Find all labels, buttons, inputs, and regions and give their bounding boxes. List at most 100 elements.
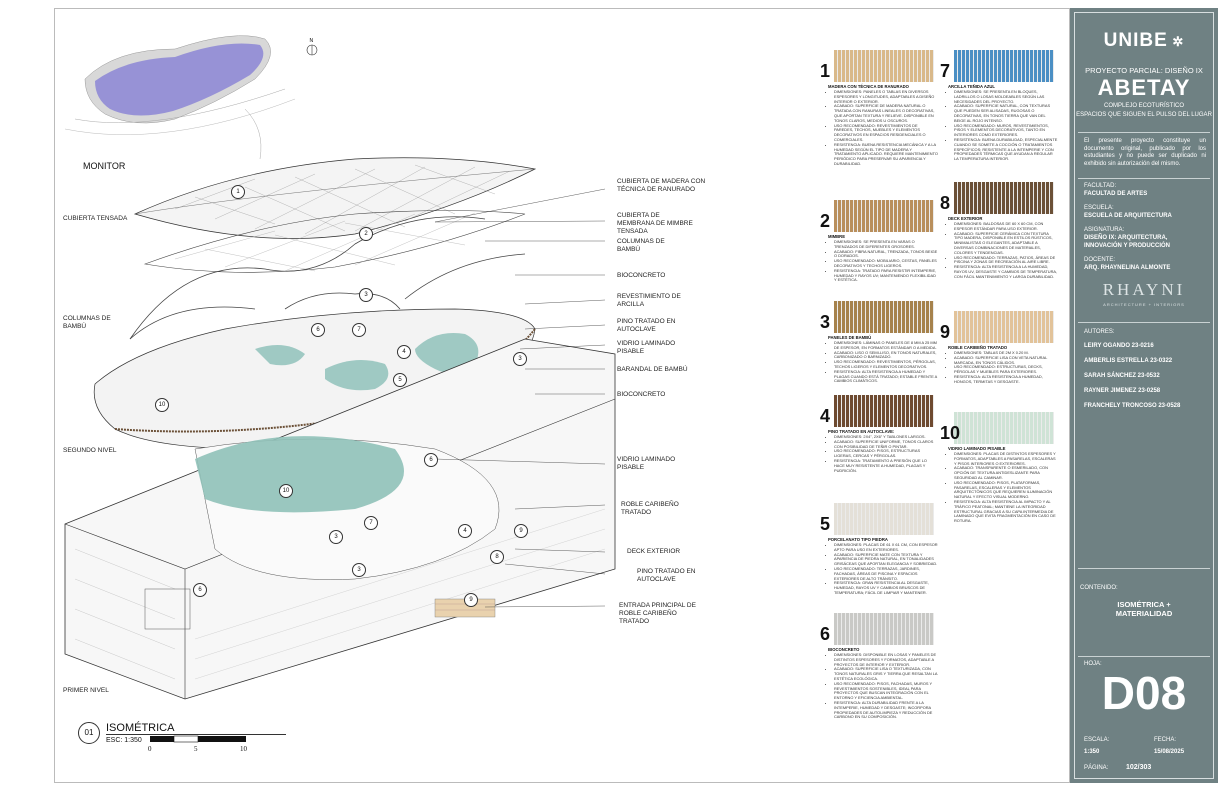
material-swatch bbox=[954, 50, 1054, 82]
material-spec-item: USO RECOMENDADO: TERRAZAS, PATIOS, ÁREAS… bbox=[954, 255, 1058, 266]
bamboo-columns-layer bbox=[129, 216, 526, 340]
material-swatch bbox=[954, 311, 1054, 343]
divider bbox=[1078, 656, 1210, 657]
material-number: 3 bbox=[820, 312, 831, 332]
material-specs: DIMENSIONES: DISPONIBLE EN LOSAS Y PANEL… bbox=[828, 652, 938, 720]
pagina-label: PÁGINA: bbox=[1084, 765, 1109, 771]
ground-level-box bbox=[64, 338, 616, 700]
divider bbox=[1078, 132, 1210, 133]
label-r3: COLUMNAS DE BAMBÚ bbox=[617, 238, 665, 253]
material-swatch bbox=[834, 301, 934, 333]
marker: 7 bbox=[364, 516, 378, 530]
label-r7: VIDRIO LAMINADO PISABLE bbox=[617, 340, 676, 355]
scale-tick-0: 0 bbox=[148, 745, 152, 753]
docente-label: DOCENTE: bbox=[1084, 257, 1116, 263]
author-5: FRANCHELY TRONCOSO 23-0528 bbox=[1084, 403, 1181, 409]
asignatura-value: DISEÑO IX: ARQUITECTURA, INNOVACIÓN Y PR… bbox=[1084, 235, 1171, 249]
material-spec-item: DIMENSIONES: BALDOSAS DE 60 X 60 CM, CON… bbox=[954, 221, 1058, 232]
material-spec-item: ACABADO: TRANSPARENTE O ESMERILADO, CON … bbox=[954, 465, 1058, 480]
material-swatch bbox=[954, 182, 1054, 214]
material-spec-item: ACABADO: SUPERFICIE NATURAL, CON TEXTURA… bbox=[954, 103, 1058, 123]
author-3: SARAH SÁNCHEZ 23-0532 bbox=[1084, 373, 1160, 379]
material-swatch bbox=[834, 613, 934, 645]
author-2: AMBERLIS ESTRELLA 23-0322 bbox=[1084, 358, 1173, 364]
material-spec-item: RESISTENCIA: ALTA RESISTENCIA A LA HUMED… bbox=[954, 264, 1058, 279]
escala-label: ESCALA: bbox=[1084, 737, 1110, 743]
label-segundo-nivel: SEGUNDO NIVEL bbox=[63, 447, 117, 454]
material-spec-item: DIMENSIONES: SE PRESENTA EN BLOQUES, LAD… bbox=[954, 89, 1058, 104]
marker: 2 bbox=[359, 227, 373, 241]
view-title: ISOMÉTRICA bbox=[106, 722, 286, 735]
material-spec-item: USO RECOMENDADO: PISOS, ESTRUCTURAS LIGE… bbox=[834, 449, 938, 459]
autores-label: AUTORES: bbox=[1084, 329, 1115, 335]
material-spec-item: DIMENSIONES: SE PRESENTA EN VARAS O TREN… bbox=[834, 239, 938, 250]
marker: 10 bbox=[155, 398, 169, 412]
material-specs: DIMENSIONES: 2X4", 2X6" Y TABLONES LARGO… bbox=[828, 434, 938, 473]
material-specs: DIMENSIONES: PANELES O TABLAS EN DIVERSO… bbox=[828, 89, 938, 167]
material-specs: DIMENSIONES: PLACAS DE DISTINTOS ESPESOR… bbox=[948, 451, 1058, 524]
material-spec-item: USO RECOMENDADO: PISOS, PLATAFORMAS, PAS… bbox=[954, 480, 1058, 500]
label-r13: PINO TRATADO EN AUTOCLAVE bbox=[637, 568, 696, 583]
material-spec-item: USO RECOMENDADO: PISOS, FACHADAS, MUROS … bbox=[834, 681, 938, 701]
material-spec-item: DIMENSIONES: LÁMINAS O PANELES DE 8 MM A… bbox=[834, 340, 938, 351]
material-name: MIMBRE bbox=[828, 234, 845, 239]
material-spec-item: USO RECOMENDADO: MUROS, REVESTIMIENTOS, … bbox=[954, 123, 1058, 138]
label-r11: ROBLE CARIBEÑO TRATADO bbox=[621, 501, 679, 516]
material-spec-item: ACABADO: SUPERFICIE UNIFORME, TONOS CLAR… bbox=[834, 439, 938, 450]
label-columnas-bambu: COLUMNAS DE BAMBÚ bbox=[63, 315, 111, 330]
label-r1: CUBIERTA DE MADERA CON TÉCNICA DE RANURA… bbox=[617, 178, 706, 193]
material-specs: DIMENSIONES: BALDOSAS DE 60 X 60 CM, CON… bbox=[948, 221, 1058, 280]
escuela-label: ESCUELA: bbox=[1084, 205, 1114, 211]
divider bbox=[1078, 568, 1210, 569]
material-spec-item: RESISTENCIA: ALTA RESISTENCIA A HUMEDAD … bbox=[834, 369, 938, 384]
material-name: VIDRIO LAMINADO PISABLE bbox=[948, 446, 1006, 451]
divider bbox=[1078, 322, 1210, 323]
material-spec-item: ACABADO: SUPERFICIE LISA CON VETA NATURA… bbox=[954, 355, 1058, 366]
material-specs: DIMENSIONES: PLACAS DE 61 X 61 CM, CON E… bbox=[828, 542, 938, 596]
marker: 5 bbox=[393, 373, 407, 387]
marker: 3 bbox=[359, 288, 373, 302]
marker: 6 bbox=[311, 323, 325, 337]
material-specs: DIMENSIONES: SE PRESENTA EN BLOQUES, LAD… bbox=[948, 89, 1058, 162]
material-spec-item: DIMENSIONES: 2X4", 2X6" Y TABLONES LARGO… bbox=[834, 434, 938, 440]
material-swatch bbox=[834, 200, 934, 232]
material-specs: DIMENSIONES: LÁMINAS O PANELES DE 8 MM A… bbox=[828, 340, 938, 384]
sheet-frame bbox=[54, 8, 1070, 783]
material-name: PINO TRATADO EN AUTOCLAVE: bbox=[828, 429, 895, 434]
monitor-label: MONITOR bbox=[83, 161, 126, 171]
brand-logo: RHAYNI bbox=[1102, 280, 1186, 299]
material-swatch bbox=[834, 50, 934, 82]
material-number: 2 bbox=[820, 211, 831, 231]
material-spec-item: DIMENSIONES: PANELES O TABLAS EN DIVERSO… bbox=[834, 89, 938, 104]
material-name: PANELES DE BAMBÚ bbox=[828, 335, 872, 340]
material-swatch bbox=[834, 503, 934, 535]
material-spec-item: USO RECOMENDADO: MOBILIARIO, CESTAS, PAN… bbox=[834, 258, 938, 269]
material-specs: DIMENSIONES: SE PRESENTA EN VARAS O TREN… bbox=[828, 239, 938, 283]
north-arrow-icon: N bbox=[306, 38, 318, 56]
panel-border bbox=[1074, 12, 1214, 779]
material-spec-item: RESISTENCIA: ALTA RESISTENCIA AL IMPACTO… bbox=[954, 499, 1058, 524]
material-spec-item: RESISTENCIA: TRATAMIENTO A PRESIÓN QUE L… bbox=[834, 458, 938, 473]
material-spec-item: USO RECOMENDADO: REVESTIMIENTOS, PÉRGOLA… bbox=[834, 359, 938, 370]
scale-tick-5: 5 bbox=[194, 745, 198, 753]
material-swatch bbox=[834, 395, 934, 427]
marker: 3 bbox=[513, 352, 527, 366]
label-r8: BARANDAL DE BAMBÚ bbox=[617, 366, 688, 373]
fecha-value: 15/08/2025 bbox=[1154, 749, 1185, 755]
material-spec-item: RESISTENCIA: TRATADO PARA RESISTIR INTEM… bbox=[834, 268, 938, 283]
material-number: 7 bbox=[940, 61, 951, 81]
material-spec-item: RESISTENCIA: BUENA DURABILIDAD, ESPECIAL… bbox=[954, 137, 1058, 162]
marker: 4 bbox=[397, 345, 411, 359]
material-spec-item: ACABADO: SUPERFICIE LISA O TEXTURIZADA, … bbox=[834, 666, 938, 681]
material-spec-item: DIMENSIONES: DISPONIBLE EN LOSAS Y PANEL… bbox=[834, 652, 938, 667]
disclaimer: El presente proyecto constituye un docum… bbox=[1084, 138, 1206, 167]
facultad-value: FACULTAD DE ARTES bbox=[1084, 191, 1148, 197]
isometric-svg: N bbox=[64, 35, 616, 743]
author-1: LEIRY OGANDO 23-0216 bbox=[1084, 343, 1154, 349]
material-name: ARCILLA TEÑIDA AZUL bbox=[948, 84, 995, 89]
sheet-number: D08 bbox=[1101, 667, 1187, 719]
escala-value: 1:350 bbox=[1084, 749, 1100, 755]
scale-bar bbox=[150, 735, 246, 743]
material-name: BIOCONCRETO bbox=[828, 647, 860, 652]
